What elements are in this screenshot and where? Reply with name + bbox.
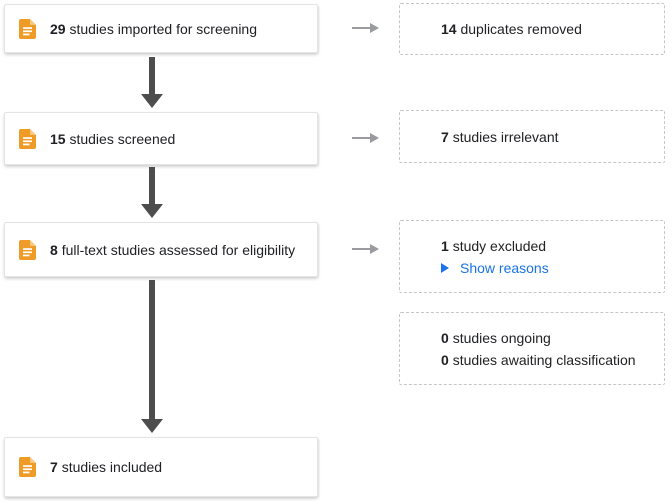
ongoing-studies-label: 0 studies ongoing	[441, 329, 551, 346]
down-arrow-head	[141, 204, 163, 218]
play-triangle-icon	[441, 262, 449, 273]
right-arrow-head	[370, 133, 379, 143]
fulltext-studies-box: 8 full-text studies assessed for eligibi…	[4, 222, 318, 277]
ongoing-awaiting-box: 0 studies ongoing 0 studies awaiting cla…	[399, 312, 665, 385]
document-icon	[19, 18, 36, 39]
imported-studies-box: 29 studies imported for screening	[4, 4, 318, 53]
irrelevant-studies-label: 7 studies irrelevant	[441, 128, 559, 145]
right-arrow-head	[370, 23, 379, 33]
document-icon	[19, 457, 36, 477]
right-arrow	[352, 27, 371, 29]
show-reasons-link[interactable]: Show reasons	[441, 257, 664, 279]
excluded-studies-box: 1 study excluded Show reasons	[399, 220, 665, 293]
right-arrow	[352, 248, 371, 250]
included-studies-label: 7 studies included	[50, 459, 163, 475]
imported-studies-label: 29 studies imported for screening	[50, 20, 258, 37]
excluded-studies-label: 1 study excluded	[441, 237, 547, 254]
awaiting-classification-label: 0 studies awaiting classification	[441, 351, 636, 368]
down-arrow	[149, 57, 155, 94]
right-arrow-head	[370, 244, 379, 254]
down-arrow-head	[141, 94, 163, 108]
included-studies-box: 7 studies included	[4, 437, 318, 497]
down-arrow	[149, 280, 155, 419]
irrelevant-studies-box: 7 studies irrelevant	[399, 110, 665, 163]
screened-studies-box: 15 studies screened	[4, 112, 318, 165]
document-icon	[19, 128, 36, 149]
duplicates-removed-box: 14 duplicates removed	[399, 3, 665, 55]
screened-studies-label: 15 studies screened	[50, 130, 176, 147]
fulltext-studies-label: 8 full-text studies assessed for eligibi…	[50, 241, 296, 258]
document-icon	[19, 239, 36, 260]
duplicates-removed-label: 14 duplicates removed	[441, 21, 582, 37]
down-arrow	[149, 167, 155, 204]
down-arrow-head	[141, 419, 163, 433]
right-arrow	[352, 137, 371, 139]
